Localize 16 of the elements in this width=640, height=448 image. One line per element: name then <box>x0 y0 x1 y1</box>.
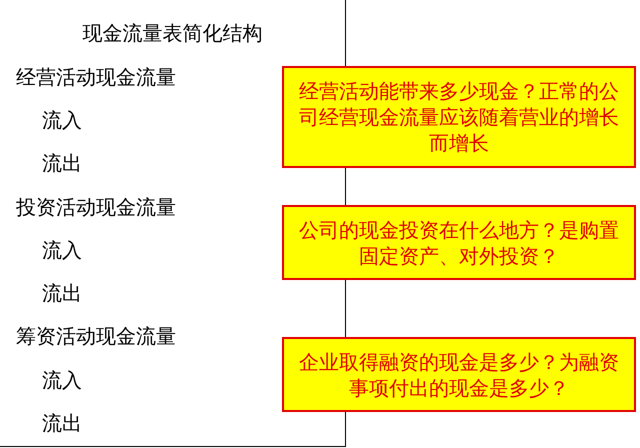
item-text: 流入 <box>42 108 82 132</box>
item-text: 流入 <box>42 238 82 262</box>
callout-box <box>282 337 636 412</box>
section-heading: 投资活动现金流量 <box>16 195 176 219</box>
section-heading: 经营活动现金流量 <box>16 65 176 89</box>
item-text: 流出 <box>42 281 82 305</box>
section-heading: 筹资活动现金流量 <box>16 324 176 348</box>
item-text: 流出 <box>42 151 82 175</box>
table-title: 现金流量表简化结构 <box>82 21 264 45</box>
callout-text: 公司的现金投资在什么地方？是购置固定资产、对外投资？ <box>298 216 620 270</box>
callout-text: 经营活动能带来多少现金？正常的公司经营现金流量应该随着营业的增长而增长 <box>298 78 620 157</box>
item-text: 流入 <box>42 368 82 392</box>
item-text: 流出 <box>42 411 82 435</box>
callout-text: 企业取得融资的现金是多少？为融资事项付出的现金是多少？ <box>298 348 620 402</box>
callout-box <box>282 205 636 280</box>
callout-box <box>282 66 636 168</box>
